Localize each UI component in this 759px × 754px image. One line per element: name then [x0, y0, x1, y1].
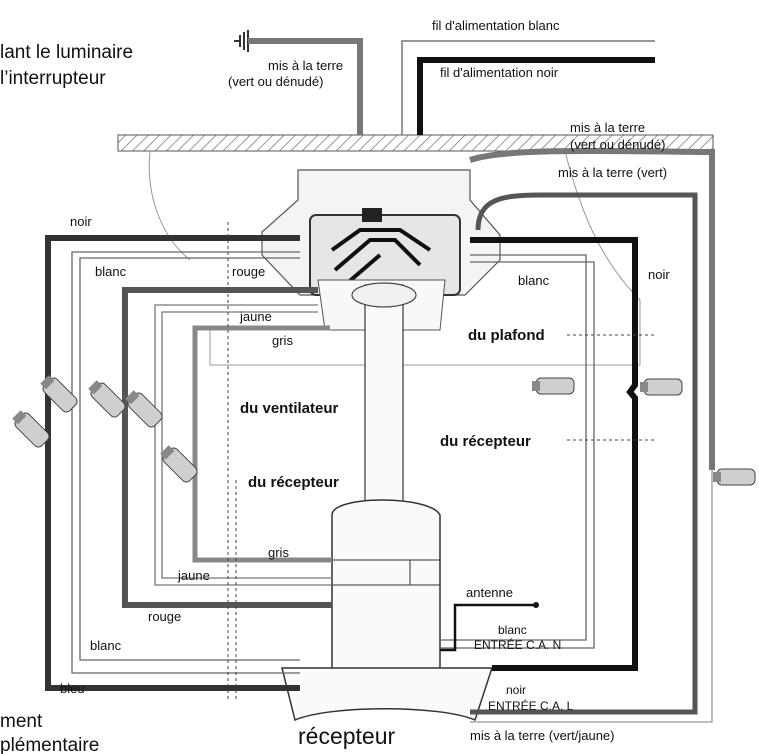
label-du-ventilateur: du ventilateur [240, 400, 339, 417]
wire-blanc-left-inner [79, 257, 300, 661]
wire-ground-right [469, 147, 715, 470]
label-bleu-bottom: bleu [60, 681, 85, 696]
label-blanc-left: blanc [95, 264, 127, 279]
wire-nut [88, 380, 126, 418]
label-ground-yellow: mis à la terre (vert/jaune) [470, 728, 615, 743]
label-gris-top: gris [272, 333, 293, 348]
title-line1: lant le luminaire [0, 42, 133, 63]
supply-black-wire [417, 57, 655, 135]
label-jaune-top: jaune [239, 309, 272, 324]
downrod-top [351, 282, 417, 308]
label-du-plafond: du plafond [468, 327, 545, 344]
label-entree-l: ENTRÉE C.A. L [488, 698, 574, 713]
supply-white-wire [401, 40, 655, 135]
wire-blanc-right-b [440, 261, 595, 649]
receiver-body [331, 499, 441, 691]
label-blanc-recv: blanc [498, 623, 527, 637]
label-noir-left: noir [70, 214, 92, 229]
label-blanc-bottom: blanc [90, 638, 122, 653]
wire-nut [125, 390, 163, 428]
wire-nut [532, 377, 575, 395]
label-blanc-right: blanc [518, 273, 550, 288]
label-ground-green: mis à la terre (vert) [558, 165, 667, 180]
label-du-recepteur-center: du récepteur [248, 474, 339, 491]
wire-jaune-a [154, 304, 332, 586]
wire-nut [40, 375, 78, 413]
label-antenne: antenne [466, 585, 513, 600]
wire-antenna [440, 603, 535, 652]
wire-nut [12, 410, 50, 448]
label-ground-right2: (vert ou dénudé) [570, 137, 665, 152]
label-rouge-top: rouge [232, 264, 265, 279]
downrod [364, 284, 404, 506]
wire-ground-green [470, 192, 698, 715]
wire-blanc-right-a [440, 254, 587, 641]
label-supply-white: fil d'alimentation blanc [432, 18, 560, 33]
ground-icon [234, 30, 249, 52]
wire-rouge [122, 287, 332, 608]
receiver-dome [281, 667, 494, 722]
label-ground-top: mis à la terre [268, 58, 343, 73]
wire-noir-right [470, 237, 638, 671]
ceiling-hatch [117, 134, 714, 152]
ground-wire-top [248, 38, 363, 135]
label-ground-top2: (vert ou dénudé) [228, 74, 323, 89]
footer-line1: ment [0, 711, 43, 732]
label-jaune-bottom: jaune [177, 568, 210, 583]
label-du-recepteur-right: du récepteur [440, 433, 531, 450]
wire-nut [713, 468, 756, 486]
wire-nut [640, 378, 683, 396]
wire-jaune-b [161, 311, 332, 579]
wire-gris [192, 325, 332, 563]
label-entree-n: ENTRÉE C.A. N [474, 637, 561, 652]
label-noir-right: noir [648, 267, 670, 282]
footer-line2: plémentaire [0, 735, 99, 754]
title-line2: l’interrupteur [0, 68, 106, 89]
wire-nut [160, 445, 198, 483]
label-noir-recv: noir [506, 683, 526, 697]
wire-ground-yellow [470, 470, 713, 723]
wire-nut-top [362, 208, 382, 222]
label-ground-right: mis à la terre [570, 120, 645, 135]
label-gris-bottom: gris [268, 545, 289, 560]
label-recepteur: récepteur [298, 723, 396, 749]
wire-noir-left [45, 235, 300, 691]
wire-blanc-left-outer [71, 251, 300, 674]
label-rouge-bottom: rouge [148, 609, 181, 624]
label-supply-black: fil d'alimentation noir [440, 65, 559, 80]
